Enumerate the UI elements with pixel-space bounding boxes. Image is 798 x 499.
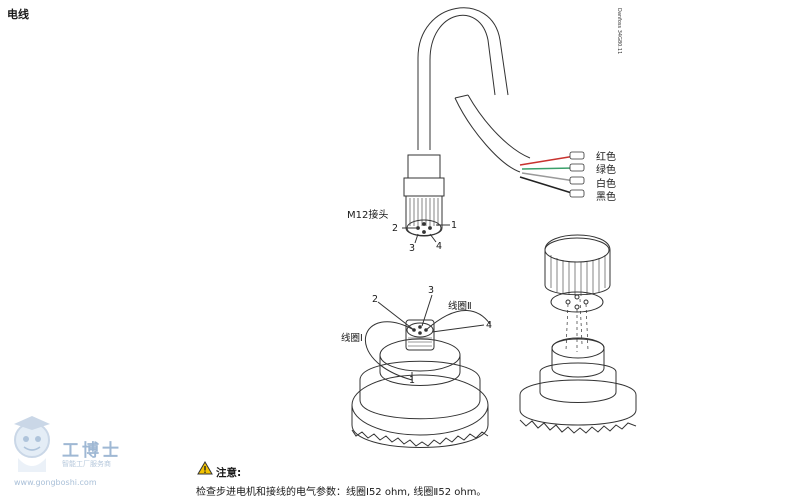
pin-label-motor: 3 bbox=[428, 285, 435, 296]
watermark-mascot-icon bbox=[14, 416, 50, 472]
wire-label-black: 黑色 bbox=[596, 192, 616, 203]
watermark-name: 工博士 bbox=[62, 441, 122, 461]
pin-label-top: 3 bbox=[409, 243, 416, 254]
section-title: 电线 bbox=[7, 8, 29, 21]
connector-label: M12接头 bbox=[347, 210, 389, 221]
note-text: 检查步进电机和接线的电气参数：线圈Ⅰ52 ohm, 线圈Ⅱ52 ohm。 bbox=[196, 487, 487, 498]
wire-label-green: 绿色 bbox=[596, 165, 616, 176]
coil-1-label: 线圈Ⅰ bbox=[341, 333, 363, 344]
watermark-url: www.gongboshi.com bbox=[14, 478, 97, 487]
note-title: 注意: bbox=[216, 467, 242, 479]
pin-label-top: 4 bbox=[436, 241, 443, 252]
drawing-code: Danfoss 34G80.11 bbox=[616, 8, 622, 55]
wire-label-red: 红色 bbox=[596, 152, 616, 163]
pin-label-top: 2 bbox=[392, 223, 399, 234]
pin-label-motor: 2 bbox=[372, 294, 379, 305]
pin-label-motor: 4 bbox=[486, 320, 493, 331]
pin-label-motor: 1 bbox=[409, 375, 416, 386]
coil-2-label: 线圈Ⅱ bbox=[448, 301, 472, 312]
watermark-subtitle: 智能工厂服务商 bbox=[62, 460, 111, 468]
warning-icon bbox=[197, 461, 213, 475]
pin-label-top: 1 bbox=[451, 220, 458, 231]
wire-label-white: 白色 bbox=[596, 179, 616, 190]
